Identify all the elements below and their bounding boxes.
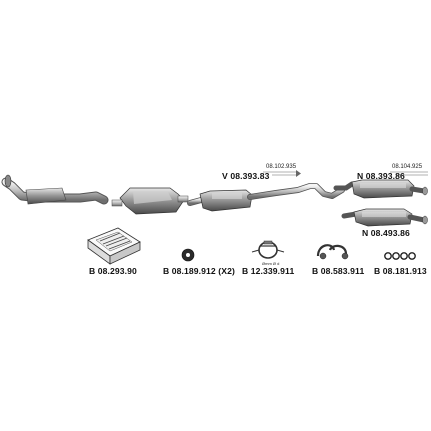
mounting-kit-box-icon: [87, 227, 141, 265]
pipe-clamp-icon: [251, 240, 285, 259]
rear-silencer-upper: [333, 179, 428, 199]
clamp-bracket-icon: [316, 244, 349, 260]
rear-silencer-lower-code: N 08.493.86: [362, 228, 410, 238]
clamp-size-tag: Ømm Ø d: [262, 261, 280, 266]
rear-silencer-upper-code: N 08.393.86: [357, 171, 405, 181]
accessory-code-pipe-clamp: B 12.339.911: [242, 266, 295, 276]
middle-silencer-code: V 08.393.83: [222, 171, 270, 181]
accessory-code-rubber-hanger: B 08.189.912 (X2): [163, 266, 235, 276]
rubber-hanger-icon: [181, 248, 195, 262]
middle-silencer: [187, 183, 345, 212]
front-pipe: [1, 174, 109, 205]
rear-silencer-ref: 08.104.925: [392, 164, 423, 170]
accessory-code-clamp-bracket: B 08.583.911: [312, 266, 365, 276]
middle-pipe-ref: 08.102.935: [266, 164, 297, 170]
catalytic-converter: [111, 187, 189, 215]
rubber-rings-icon: [384, 252, 416, 260]
accessory-code-mounting-kit: B 08.293.90: [89, 266, 137, 276]
accessory-code-rubber-rings: B 08.181.913: [374, 266, 427, 276]
rear-silencer-lower: [341, 208, 428, 227]
